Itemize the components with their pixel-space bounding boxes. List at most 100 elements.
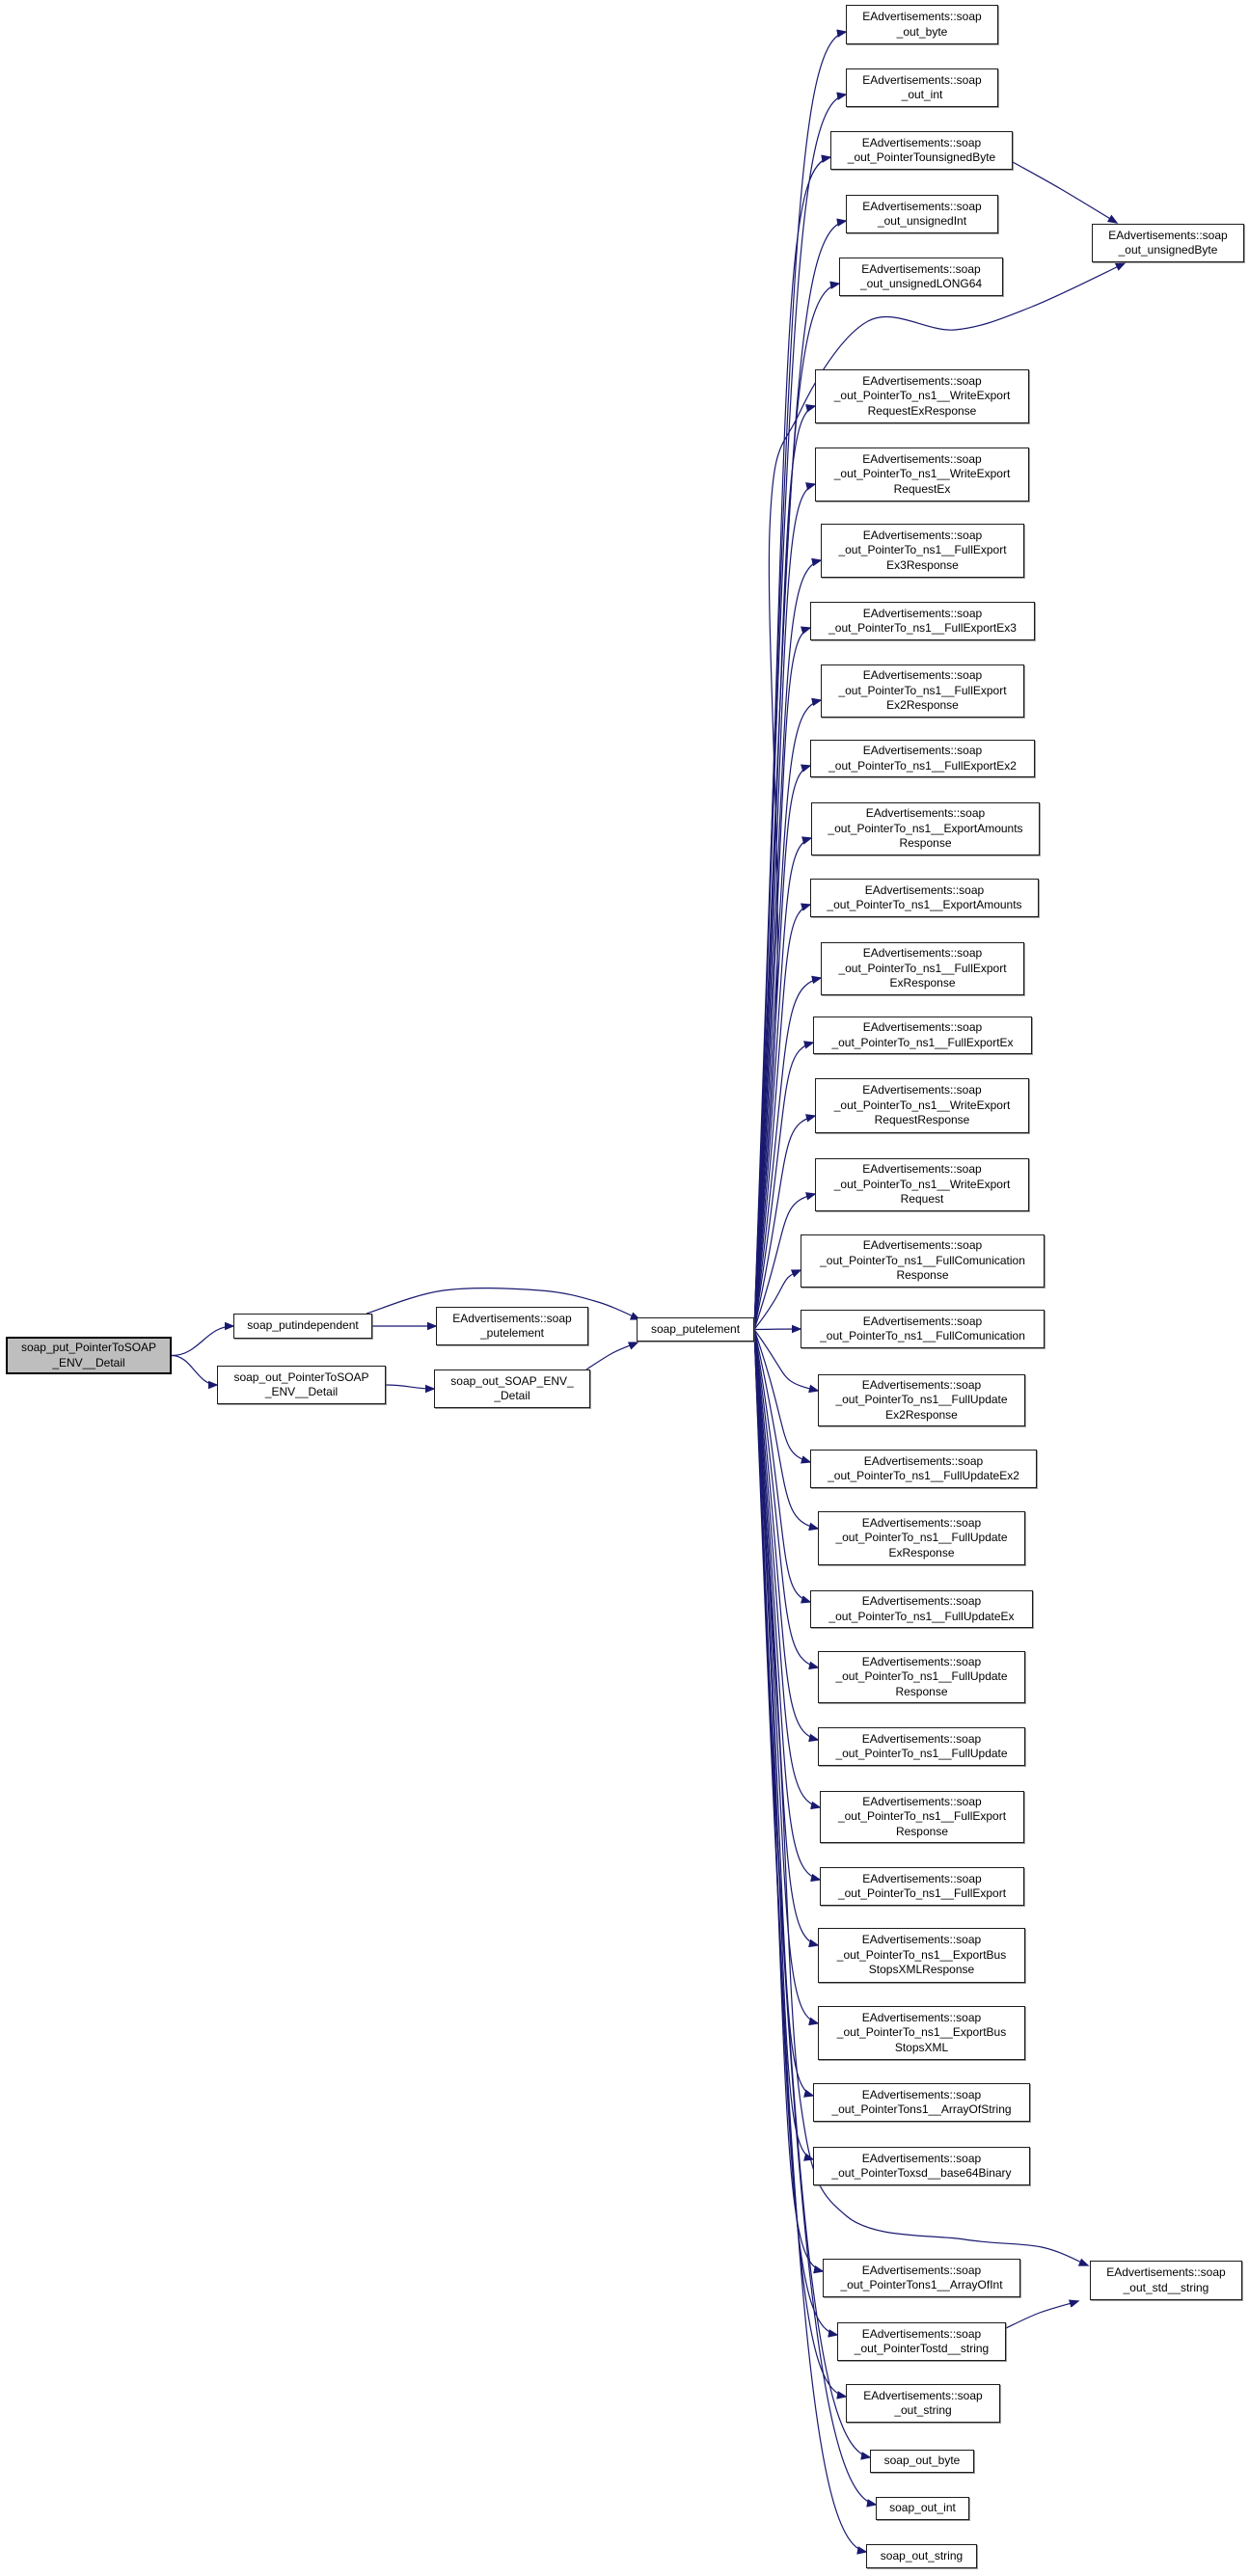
node-label-line: EAdvertisements::soap: [861, 1377, 982, 1392]
node-label-line: _out_PointerTo_ns1__WriteExport: [833, 1177, 1011, 1191]
node-label-line: _out_unsignedByte: [1118, 243, 1218, 257]
node-label-line: EAdvertisements::soap: [862, 373, 982, 388]
edge-hub-r17: [753, 1192, 817, 1330]
node-EAdvertisements_soap_out_PointerTo_ns1__FullUpdate[interactable]: EAdvertisements::soap_out_PointerTo_ns1_…: [818, 1727, 1025, 1766]
edge-hub-r07: [753, 482, 817, 1330]
node-label-line: _out_PointerTons1__ArrayOfInt: [840, 2278, 1003, 2291]
edge-hub-r27: [753, 1329, 822, 1883]
node-label-line: RequestResponse: [874, 1113, 970, 1127]
node-soap_out_int[interactable]: soap_out_int: [876, 2497, 969, 2520]
edge-outdetail-hub: [585, 1342, 639, 1370]
node-EAdvertisements_soap_out_PointerTo_ns1__FullUpdateEx[interactable]: EAdvertisements::soap_out_PointerTo_ns1_…: [810, 1590, 1033, 1628]
node-label-line: EAdvertisements::soap: [862, 528, 983, 542]
node-label-line: EAdvertisements::soap: [865, 806, 986, 821]
node-label-line: EAdvertisements::soap: [862, 1083, 982, 1098]
node-label-line: _out_int: [901, 88, 943, 101]
node-label-line: EAdvertisements::soap: [862, 1162, 982, 1177]
node-EAdvertisements_soap_out_PointerToxsd__base64Binary[interactable]: EAdvertisements::soap_out_PointerToxsd__…: [813, 2147, 1030, 2185]
node-EAdvertisements_soap_out_PointerTo_ns1__WriteExportRequestResponse[interactable]: EAdvertisements::soap_out_PointerTo_ns1_…: [815, 1078, 1029, 1133]
node-label-line: _out_byte: [896, 24, 948, 39]
edge-r03-ubyte: [1012, 161, 1119, 224]
node-EAdvertisements_soap_out_PointerTounsignedByte[interactable]: EAdvertisements::soap_out_PointerTounsig…: [830, 131, 1013, 170]
node-label-line: EAdvertisements::soap: [864, 882, 985, 897]
node-EAdvertisements_soap_out_byte[interactable]: EAdvertisements::soap_out_byte: [846, 5, 998, 44]
node-EAdvertisements_soap_out_PointerTo_ns1__FullExportEx2[interactable]: EAdvertisements::soap_out_PointerTo_ns1_…: [810, 740, 1035, 777]
node-label-line: StopsXMLResponse: [868, 1963, 975, 1977]
node-EAdvertisements_soap_out_PointerTo_ns1__ExportBusStopsXML[interactable]: EAdvertisements::soap_out_PointerTo_ns1_…: [818, 2006, 1025, 2060]
node-label-line: _out_PointerTo_ns1__FullExportEx3: [828, 621, 1017, 635]
edge-hub-r25: [753, 1329, 820, 1743]
node-soap_out_byte[interactable]: soap_out_byte: [870, 2450, 974, 2473]
node-EAdvertisements_soap_out_PointerTo_ns1__ExportAmounts[interactable]: EAdvertisements::soap_out_PointerTo_ns1_…: [810, 879, 1039, 917]
node-label-line: _out_PointerTons1__ArrayOfString: [831, 2102, 1012, 2116]
node-EAdvertisements_soap_out_PointerTo_ns1__FullExportResponse[interactable]: EAdvertisements::soap_out_PointerTo_ns1_…: [820, 1791, 1024, 1843]
node-EAdvertisements_soap_out_string[interactable]: EAdvertisements::soap_out_string: [846, 2384, 1000, 2423]
node-EAdvertisements_soap_out_PointerTostd__string[interactable]: EAdvertisements::soap_out_PointerTostd__…: [837, 2322, 1006, 2361]
node-label-line: EAdvertisements::soap: [861, 135, 982, 149]
node-EAdvertisements_soap_out_PointerTo_ns1__WriteExportRequestExResponse[interactable]: EAdvertisements::soap_out_PointerTo_ns1_…: [815, 369, 1029, 423]
node-label-line: _out_PointerTo_ns1__FullUpdateEx2: [828, 1469, 1019, 1482]
node-EAdvertisements_soap_out_PointerTo_ns1__FullUpdateEx2[interactable]: EAdvertisements::soap_out_PointerTo_ns1_…: [810, 1450, 1037, 1488]
node-EAdvertisements_soap_out_unsignedLONG64[interactable]: EAdvertisements::soap_out_unsignedLONG64: [839, 258, 1003, 296]
node-soap_putindependent[interactable]: soap_putindependent: [233, 1314, 372, 1339]
node-EAdvertisements_soap_out_PointerTo_ns1__FullUpdateResponse[interactable]: EAdvertisements::soap_out_PointerTo_ns1_…: [818, 1651, 1025, 1703]
edge-outptr-outdetail: [385, 1384, 436, 1394]
node-EAdvertisements_soap_out_std__string[interactable]: EAdvertisements::soap_out_std__string: [1090, 2261, 1242, 2300]
node-label-line: _out_PointerTo_ns1__FullExport: [837, 1886, 1007, 1900]
node-label-line: _out_PointerTo_ns1__FullComunication: [820, 1253, 1025, 1267]
node-soap_putelement[interactable]: soap_putelement: [637, 1317, 754, 1342]
node-label-line: Response: [895, 1684, 948, 1698]
node-label-line: soap_out_string: [880, 2548, 964, 2562]
node-label-line: soap_putindependent: [247, 1318, 359, 1333]
node-EAdvertisements_soap_out_PointerTons1__ArrayOfString[interactable]: EAdvertisements::soap_out_PointerTons1__…: [813, 2083, 1030, 2122]
edge-hub-r19: [753, 1324, 802, 1334]
node-EAdvertisements_soap_out_PointerTons1__ArrayOfInt[interactable]: EAdvertisements::soap_out_PointerTons1__…: [823, 2259, 1020, 2297]
node-label-line: _out_PointerTo_ns1__FullExportEx: [831, 1035, 1014, 1049]
node-label-line: _out_std__string: [1123, 2280, 1209, 2294]
node-label-line: EAdvertisements::soap: [861, 2087, 982, 2101]
node-EAdvertisements_soap_out_PointerTo_ns1__FullExportEx[interactable]: EAdvertisements::soap_out_PointerTo_ns1_…: [813, 1017, 1032, 1054]
node-EAdvertisements_soap_out_PointerTo_ns1__WriteExportRequestEx[interactable]: EAdvertisements::soap_out_PointerTo_ns1_…: [815, 447, 1029, 502]
edge-hub-r26: [753, 1329, 822, 1810]
node-label-line: StopsXML: [894, 2040, 949, 2054]
node-EAdvertisements_soap_out_PointerTo_ns1__FullExportEx3Response[interactable]: EAdvertisements::soap_out_PointerTo_ns1_…: [821, 524, 1024, 578]
node-EAdvertisements_soap_out_PointerTo_ns1__ExportAmountsResponse[interactable]: EAdvertisements::soap_out_PointerTo_ns1_…: [811, 802, 1040, 855]
node-soap_out_string[interactable]: soap_out_string: [866, 2544, 977, 2568]
node-EAdvertisements_soap_out_PointerTo_ns1__FullComunicationResponse[interactable]: EAdvertisements::soap_out_PointerTo_ns1_…: [801, 1234, 1045, 1288]
node-EAdvertisements_soap_out_PointerTo_ns1__WriteExportRequest[interactable]: EAdvertisements::soap_out_PointerTo_ns1_…: [815, 1158, 1029, 1211]
node-EAdvertisements_soap_out_PointerTo_ns1__FullExport[interactable]: EAdvertisements::soap_out_PointerTo_ns1_…: [820, 1867, 1024, 1906]
node-EAdvertisements_soap_out_PointerTo_ns1__FullUpdateEx2Response[interactable]: EAdvertisements::soap_out_PointerTo_ns1_…: [818, 1374, 1025, 1426]
node-label-line: ExResponse: [888, 1545, 955, 1559]
edge-hub-r05: [753, 281, 841, 1330]
node-label-line: EAdvertisements::soap: [862, 1871, 982, 1885]
edge-hub-r38: [753, 1329, 868, 2555]
node-label-line: EAdvertisements::soap: [862, 10, 982, 23]
node-EAdvertisements_soap_out_PointerTo_ns1__FullComunication[interactable]: EAdvertisements::soap_out_PointerTo_ns1_…: [801, 1310, 1045, 1348]
edge-hub-r06: [753, 404, 817, 1330]
node-soap_out_PointerToSOAP_ENV__Detail[interactable]: soap_out_PointerToSOAP_ENV__Detail: [217, 1366, 386, 1404]
node-EAdvertisements_soap_out_PointerTo_ns1__FullExportEx2Response[interactable]: EAdvertisements::soap_out_PointerTo_ns1_…: [821, 664, 1024, 718]
node-EAdvertisements_soap_out_unsignedInt[interactable]: EAdvertisements::soap_out_unsignedInt: [846, 195, 998, 233]
node-EAdvertisements_soap_out_int[interactable]: EAdvertisements::soap_out_int: [846, 68, 998, 107]
node-EAdvertisements_soap_out_PointerTo_ns1__FullExportExResponse[interactable]: EAdvertisements::soap_out_PointerTo_ns1_…: [821, 942, 1024, 995]
node-EAdvertisements_soap_out_unsignedByte[interactable]: EAdvertisements::soap_out_unsignedByte: [1092, 224, 1244, 262]
node-EAdvertisements_soap_out_PointerTo_ns1__FullExportEx3[interactable]: EAdvertisements::soap_out_PointerTo_ns1_…: [810, 602, 1035, 640]
node-label-line: EAdvertisements::soap: [862, 199, 982, 213]
node-label-line: _out_PointerTo_ns1__ExportAmounts: [828, 821, 1023, 835]
node-label-line: EAdvertisements::soap: [862, 451, 982, 466]
node-label-line: EAdvertisements::soap: [861, 2263, 982, 2277]
node-label-line: _out_PointerTo_ns1__WriteExport: [833, 467, 1011, 481]
edge-root-putindep: [171, 1321, 235, 1357]
node-label-line: EAdvertisements::soap: [862, 1238, 983, 1253]
node-EAdvertisements_soap_out_PointerTo_ns1__ExportBusStopsXMLResponse[interactable]: EAdvertisements::soap_out_PointerTo_ns1_…: [818, 1928, 1025, 1983]
edge-hub-r13: [753, 903, 812, 1330]
node-EAdvertisements_soap_out_PointerTo_ns1__FullUpdateExResponse[interactable]: EAdvertisements::soap_out_PointerTo_ns1_…: [818, 1511, 1025, 1565]
node-soap_out_SOAP_ENV__Detail[interactable]: soap_out_SOAP_ENV__Detail: [434, 1369, 590, 1408]
node-label-line: Ex2Response: [886, 698, 959, 713]
node-label-line: _putelement: [479, 1326, 545, 1340]
edge-hub-r08: [753, 557, 823, 1330]
node-label-line: _out_string: [894, 2403, 952, 2417]
node-EAdvertisements_soap_putelement[interactable]: EAdvertisements::soap_putelement: [436, 1307, 588, 1345]
